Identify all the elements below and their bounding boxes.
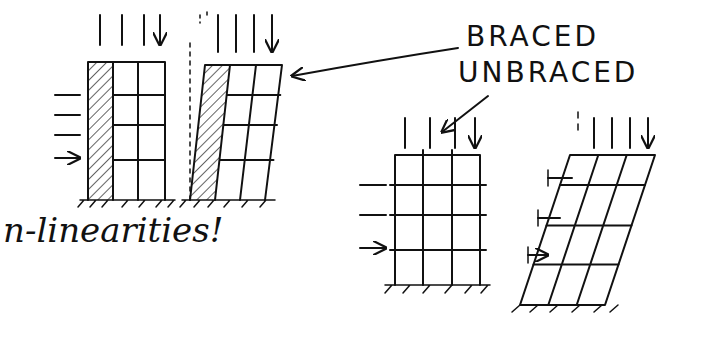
unbraced-frame-deformed xyxy=(512,112,655,312)
lateral-load xyxy=(528,178,572,255)
sketch-mark xyxy=(200,12,207,23)
frame-grid xyxy=(113,62,165,200)
unbraced-frame xyxy=(360,118,490,293)
frame-grid xyxy=(390,150,486,285)
frame-outline xyxy=(395,155,480,285)
gravity-load xyxy=(405,118,475,148)
sketch-mark xyxy=(577,112,579,130)
label-text: BRACED xyxy=(466,22,599,53)
bracing-core xyxy=(190,65,230,200)
label-text: n-linearities! xyxy=(3,212,223,249)
ground-support xyxy=(385,285,490,293)
lateral-load xyxy=(55,95,80,158)
original-position xyxy=(189,40,191,200)
ground-support xyxy=(78,200,175,207)
label-text: UNBRACED xyxy=(458,58,638,89)
gravity-load xyxy=(594,118,648,148)
frame-outline xyxy=(88,62,165,200)
load-tick xyxy=(528,170,548,263)
leader-arrow xyxy=(292,48,458,76)
ground-support xyxy=(180,200,275,207)
frame-grid xyxy=(215,65,280,200)
frame-outline xyxy=(520,155,655,305)
frame-outline xyxy=(190,65,282,200)
bracing-core xyxy=(88,62,113,200)
braced-frame-deformed xyxy=(180,12,282,207)
gravity-load xyxy=(218,15,272,52)
ground-support xyxy=(512,305,618,312)
lateral-load xyxy=(360,185,386,248)
leader-arrow xyxy=(442,96,488,132)
gravity-load xyxy=(100,15,160,45)
braced-frame xyxy=(55,15,175,207)
